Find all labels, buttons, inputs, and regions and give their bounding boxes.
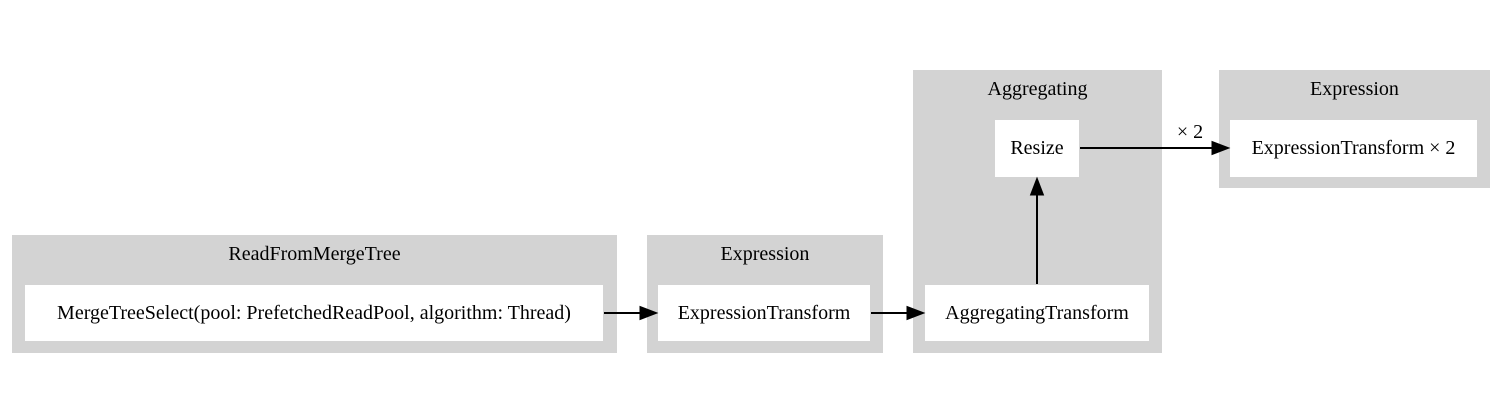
cluster-title-expression-2: Expression (1310, 78, 1399, 100)
node-merge-tree-select: MergeTreeSelect(pool: PrefetchedReadPool… (25, 285, 603, 341)
cluster-title-read-from-merge-tree: ReadFromMergeTree (228, 243, 401, 265)
cluster-expression-1: Expression ExpressionTransform (647, 235, 883, 353)
cluster-title-aggregating: Aggregating (987, 78, 1088, 100)
cluster-aggregating: Aggregating Resize AggregatingTransform (913, 70, 1162, 353)
node-aggregating-transform: AggregatingTransform (925, 285, 1149, 341)
cluster-read-from-merge-tree: ReadFromMergeTree MergeTreeSelect(pool: … (12, 235, 617, 353)
node-expression-transform-x2: ExpressionTransform × 2 (1230, 120, 1477, 177)
edge-label-x2: × 2 (1176, 121, 1204, 143)
cluster-expression-2: Expression ExpressionTransform × 2 (1219, 70, 1490, 188)
node-resize: Resize (995, 120, 1079, 177)
node-expression-transform: ExpressionTransform (658, 285, 870, 341)
cluster-title-expression-1: Expression (720, 243, 810, 265)
